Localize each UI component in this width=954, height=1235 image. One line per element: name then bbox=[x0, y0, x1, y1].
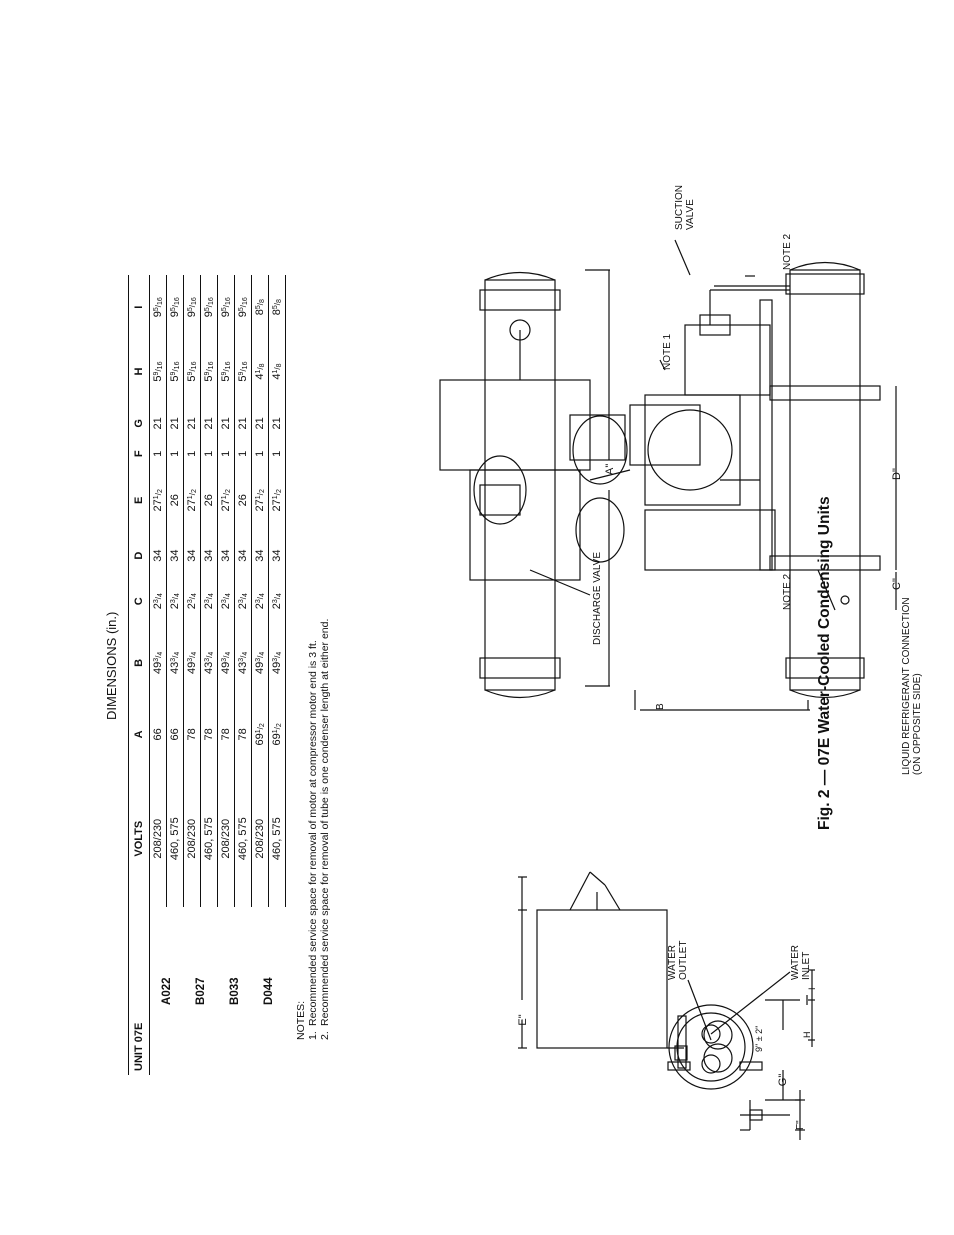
note1-label: NOTE 1 bbox=[662, 333, 673, 370]
top-view-drawing bbox=[439, 271, 628, 699]
water-inlet-line2: INLET bbox=[801, 952, 812, 980]
liquid-connection-line2: (ON OPPOSITE SIDE) bbox=[912, 673, 923, 775]
fraction-denominator: 16 bbox=[157, 297, 164, 305]
clearance-label: 9" ± 2" bbox=[754, 1026, 764, 1052]
fraction-denominator: 8 bbox=[259, 299, 266, 304]
dim-a-label: A" bbox=[604, 464, 616, 475]
dim-b-label: B bbox=[655, 703, 666, 710]
note2-left-label: NOTE 2 bbox=[782, 573, 793, 610]
end-view-drawing bbox=[518, 871, 815, 1140]
fraction-denominator: 16 bbox=[225, 297, 232, 305]
water-inlet-line1: WATER bbox=[790, 945, 801, 980]
dim-f-label: F" bbox=[795, 1120, 806, 1130]
dim-g-label: G" bbox=[777, 1074, 789, 1087]
dim-i-label: I bbox=[807, 987, 817, 990]
suction-valve-line1: SUCTION bbox=[674, 185, 685, 230]
fraction-denominator: 8 bbox=[276, 299, 283, 304]
dim-d-label: D" bbox=[891, 468, 903, 480]
dim-h-label: H bbox=[802, 1032, 812, 1039]
fraction-denominator: 16 bbox=[191, 297, 198, 305]
fraction-denominator: 16 bbox=[208, 297, 215, 305]
suction-valve-line2: VALVE bbox=[685, 199, 696, 230]
fraction-denominator: 16 bbox=[242, 297, 249, 305]
liquid-connection-line1: LIQUID REFRIGERANT CONNECTION bbox=[901, 597, 912, 775]
dim-e-label: E" bbox=[517, 1014, 529, 1025]
water-outlet-line2: OUTLET bbox=[678, 941, 689, 980]
figure-caption: Fig. 2 — 07E Water-Cooled Condensing Uni… bbox=[816, 496, 833, 830]
dim-c-label: C" bbox=[891, 578, 903, 590]
note2-right-label: NOTE 2 bbox=[782, 233, 793, 270]
fraction-denominator: 16 bbox=[174, 297, 181, 305]
side-view-drawing bbox=[585, 239, 897, 711]
water-outlet-line1: WATER bbox=[667, 945, 678, 980]
discharge-valve-label: DISCHARGE VALVE bbox=[592, 552, 603, 645]
technical-drawing: E" G" F" H I 9" ± 2" WATER OUTLET WATER … bbox=[439, 185, 923, 1140]
